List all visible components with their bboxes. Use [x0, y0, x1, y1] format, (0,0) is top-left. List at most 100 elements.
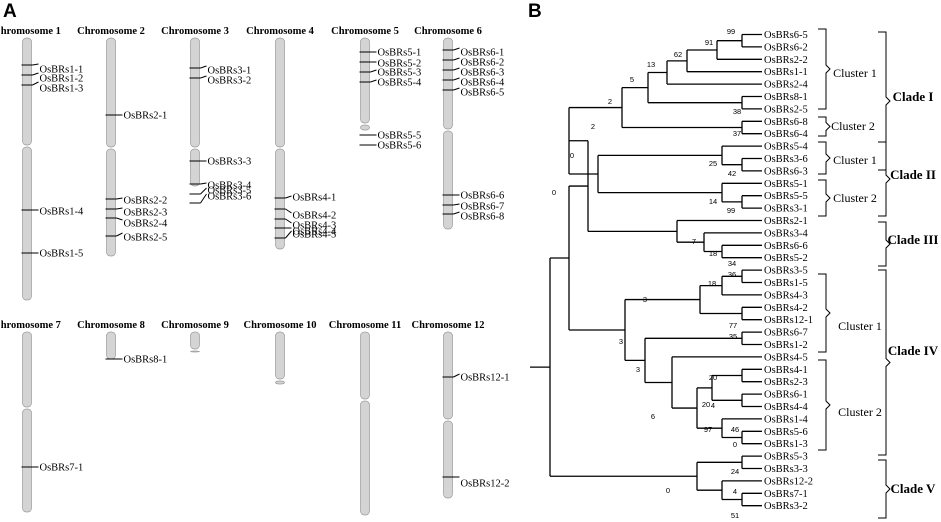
bootstrap-value: 20	[709, 373, 717, 382]
gene-leader	[32, 72, 39, 76]
gene-leader	[453, 87, 460, 91]
leaf-label: OsBRs4-1	[764, 365, 808, 376]
gene-leader	[453, 47, 460, 51]
chromosome-arm-long	[360, 124, 370, 131]
gene-label: OsBRs4-5	[293, 230, 337, 241]
bootstrap-value: 20	[702, 400, 710, 409]
gene-leader	[453, 373, 460, 378]
panel-label-a: A	[3, 1, 17, 22]
chromosome-arm-short	[360, 331, 370, 400]
chromosome-title: Chromosome 3	[161, 26, 229, 37]
gene-label: OsBRs5-3	[378, 68, 422, 79]
bootstrap-value: 42	[728, 169, 736, 178]
leaf-label: OsBRs2-5	[764, 104, 808, 115]
leaf-label: OsBRs4-5	[764, 352, 808, 363]
chromosome-1: Chromosome 1OsBRs1-1OsBRs1-2OsBRs1-3OsBR…	[0, 26, 85, 301]
chromosome-arm-short	[275, 37, 285, 148]
chromosome-10: Chromosome 10	[243, 320, 317, 385]
leaf-label: OsBRs5-4	[764, 142, 809, 153]
gene-leader	[200, 75, 207, 79]
gene-label: OsBRs6-4	[461, 78, 506, 89]
chromosome-arm-long	[360, 400, 370, 516]
gene-label: OsBRs4-1	[293, 193, 337, 204]
gene-label: OsBRs6-2	[461, 58, 505, 69]
leaf-label: OsBRs3-1	[764, 204, 808, 215]
bootstrap-value: 99	[727, 206, 735, 215]
gene-label: OsBRs2-5	[124, 233, 168, 244]
chromosome-title: Chromosome 10	[243, 320, 316, 331]
bootstrap-value: 91	[705, 38, 713, 47]
bootstrap-value: 2	[591, 122, 595, 131]
chromosome-title: Chromosome 5	[331, 26, 399, 37]
clade-bracket	[878, 141, 891, 217]
chromosome-arm-short	[443, 37, 453, 130]
leaf-label: OsBRs6-5	[764, 30, 808, 41]
bootstrap-value: 51	[731, 511, 739, 520]
gene-label: OsBRs1-2	[40, 74, 84, 85]
bootstrap-value: 24	[731, 467, 739, 476]
bootstrap-value: 0	[666, 486, 670, 495]
leaf-label: OsBRs6-4	[764, 129, 809, 140]
chromosome-2: Chromosome 2OsBRs2-1OsBRs2-2OsBRs2-3OsBR…	[77, 26, 168, 257]
gene-leader	[453, 77, 460, 81]
gene-label: OsBRs6-7	[461, 202, 505, 213]
leaf-label: OsBRs6-2	[764, 42, 808, 53]
gene-leader	[453, 211, 460, 215]
gene-leader	[285, 230, 292, 239]
clade-label: Clade III	[888, 232, 939, 247]
chromosome-title: Chromosome 8	[77, 320, 145, 331]
bootstrap-value: 4	[711, 401, 715, 410]
chromosome-body	[106, 331, 116, 360]
gene-label: OsBRs3-2	[208, 76, 252, 87]
gene-leader	[370, 69, 377, 73]
chromosome-arm-long	[190, 148, 200, 187]
clade-bracket	[878, 31, 891, 171]
gene-leader	[200, 182, 207, 185]
chromosome-arm-short	[22, 37, 32, 146]
gene-label: OsBRs6-8	[461, 212, 505, 223]
gene-label: OsBRs4-3	[293, 221, 337, 232]
gene-label: OsBRs3-4	[208, 181, 253, 192]
bootstrap-value: 37	[733, 129, 741, 138]
clade-bracket	[878, 459, 891, 519]
bootstrap-value: 77	[729, 321, 737, 330]
cluster-label: Cluster 2	[833, 191, 877, 205]
gene-leader	[453, 203, 460, 206]
leaf-label: OsBRs1-1	[764, 67, 808, 78]
bootstrap-value: 0	[733, 440, 737, 449]
bootstrap-value: 38	[733, 107, 741, 116]
leaf-label: OsBRs3-5	[764, 266, 808, 277]
chromosome-map: Chromosome 1OsBRs1-1OsBRs1-2OsBRs1-3OsBR…	[0, 26, 510, 516]
leaf-label: OsBRs12-2	[764, 476, 813, 487]
chromosome-arm-long	[190, 350, 200, 353]
gene-label: OsBRs8-1	[124, 355, 168, 366]
gene-label: OsBRs2-1	[124, 111, 168, 122]
gene-leader	[285, 218, 292, 224]
chromosome-3: Chromosome 3OsBRs3-1OsBRs3-2OsBRs3-3OsBR…	[161, 26, 253, 204]
chromosome-arm-long	[275, 380, 285, 385]
leaf-label: OsBRs8-1	[764, 92, 808, 103]
gene-leader	[200, 65, 207, 69]
leaf-label: OsBRs5-1	[764, 179, 808, 190]
bootstrap-value: 34	[728, 259, 736, 268]
cluster-label: Cluster 2	[838, 405, 882, 419]
bootstrap-value: 0	[570, 151, 574, 160]
bootstrap-value: 18	[709, 249, 717, 258]
chromosome-arm-short	[275, 331, 285, 380]
leaf-label: OsBRs2-1	[764, 216, 808, 227]
chromosome-title: Chromosome 2	[77, 26, 145, 37]
bootstrap-value: 4	[733, 487, 737, 496]
gene-leader	[285, 208, 292, 214]
leaf-label: OsBRs1-5	[764, 278, 808, 289]
bootstrap-value: 3	[619, 337, 623, 346]
cluster-label: Cluster 1	[833, 153, 877, 167]
chromosome-arm-long	[106, 148, 116, 257]
chromosome-arm-short	[106, 37, 116, 148]
leaf-label: OsBRs5-2	[764, 253, 808, 264]
gene-label: OsBRs4-4	[293, 227, 338, 238]
leaf-label: OsBRs2-2	[764, 55, 808, 66]
gene-label: OsBRs6-5	[461, 88, 505, 99]
gene-leader	[285, 195, 292, 199]
gene-label: OsBRs1-4	[40, 207, 85, 218]
